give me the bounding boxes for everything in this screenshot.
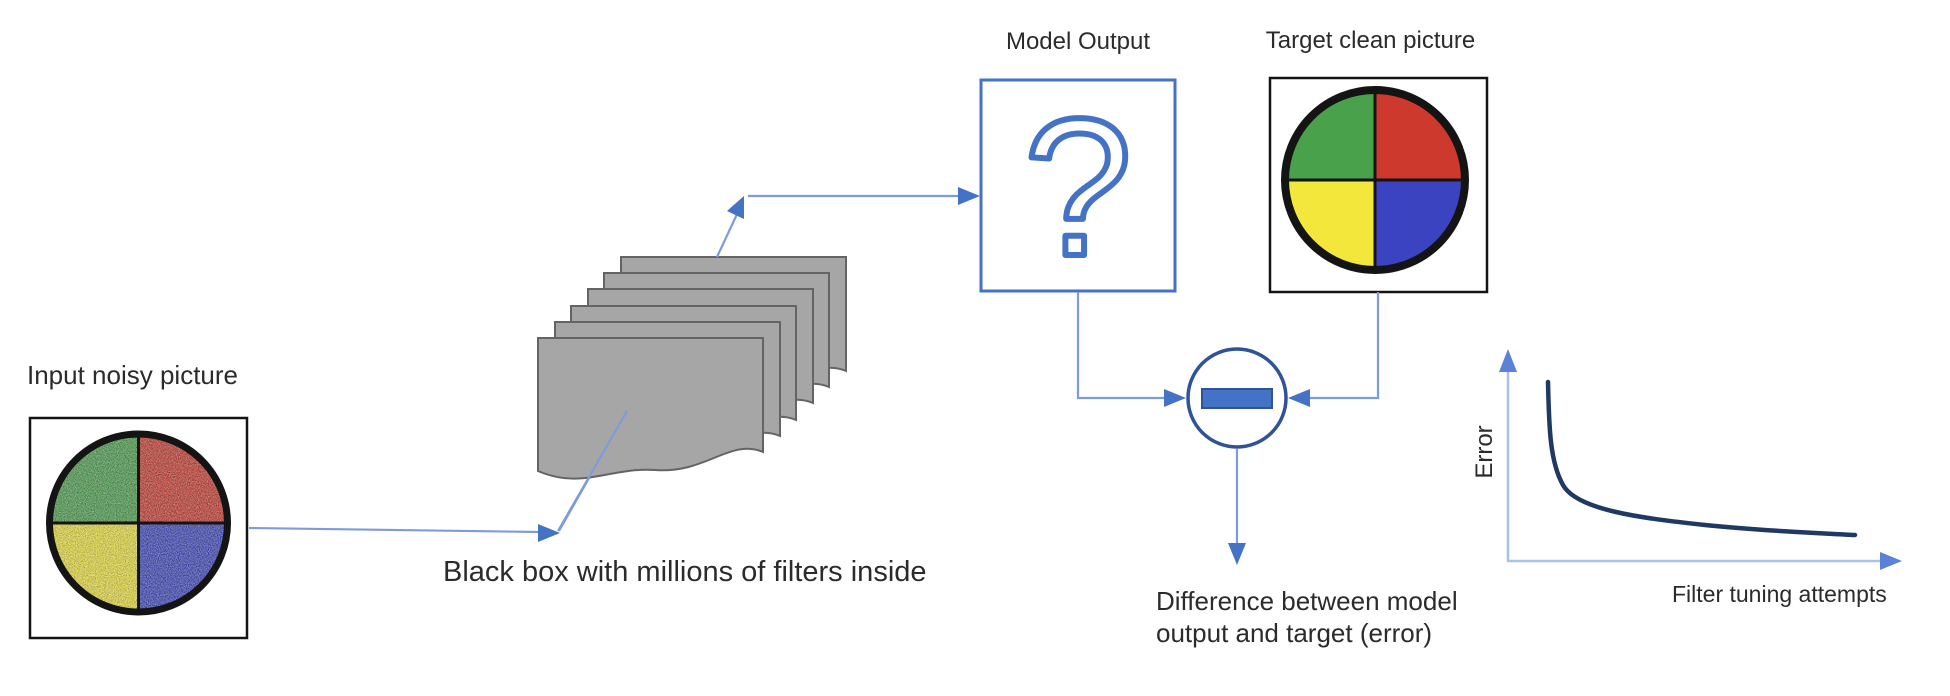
x-axis-arrowhead-icon <box>1880 552 1902 570</box>
black-box-label: Black box with millions of filters insid… <box>443 556 927 588</box>
target-quadrant-blue <box>1375 180 1465 270</box>
arrow-input-line <box>248 526 541 534</box>
arrowhead-right-icon <box>958 187 980 205</box>
input-noisy-picture <box>28 416 249 640</box>
target-quadrant-red <box>1375 90 1465 180</box>
target-quadrant-yellow <box>1285 180 1375 270</box>
error-axis-label: Error <box>1471 425 1498 479</box>
arrow-minus-down <box>1228 449 1246 565</box>
connector-model-elbow <box>1076 292 1164 400</box>
target-picture-label: Target clean picture <box>1265 27 1476 54</box>
minus-icon <box>1201 388 1273 409</box>
connector-model-to-minus <box>1076 292 1186 407</box>
target-circle-outline <box>1281 86 1469 274</box>
arrowhead-left-icon <box>1288 389 1310 407</box>
arrow-blackbox-to-model <box>716 187 980 258</box>
target-clean-picture <box>1268 76 1489 294</box>
difference-label: Difference between model output and targ… <box>1156 585 1458 649</box>
connector-target-to-minus <box>1288 292 1380 407</box>
model-output-label: Model Output <box>1005 28 1151 55</box>
arrowhead-right-icon <box>1164 389 1186 407</box>
filter-stack <box>537 256 847 532</box>
question-mark-icon: ? <box>1023 78 1132 297</box>
difference-label-line1: Difference between model <box>1156 586 1458 616</box>
difference-node <box>1186 347 1288 449</box>
leader-line-over-sheet <box>557 410 628 532</box>
connector-target-elbow <box>1310 292 1380 400</box>
arrowhead-right-icon <box>538 524 560 542</box>
input-picture-label: Input noisy picture <box>27 360 239 390</box>
error-chart <box>1499 349 1902 570</box>
filter-sheet-front <box>537 337 764 480</box>
model-output-box: ? <box>979 75 1177 300</box>
y-axis-arrowhead-icon <box>1499 349 1517 372</box>
arrow-stack-diagonal <box>716 211 739 258</box>
arrowhead-down-icon <box>1228 543 1246 565</box>
difference-label-line2: output and target (error) <box>1156 618 1433 648</box>
input-circle-outline <box>46 430 231 616</box>
target-quadrant-green <box>1285 90 1375 180</box>
error-curve <box>1545 379 1858 538</box>
model-output-frame <box>979 78 1177 293</box>
filter-tuning-axis-label: Filter tuning attempts <box>1672 581 1887 607</box>
arrowhead-up-icon <box>727 196 744 219</box>
